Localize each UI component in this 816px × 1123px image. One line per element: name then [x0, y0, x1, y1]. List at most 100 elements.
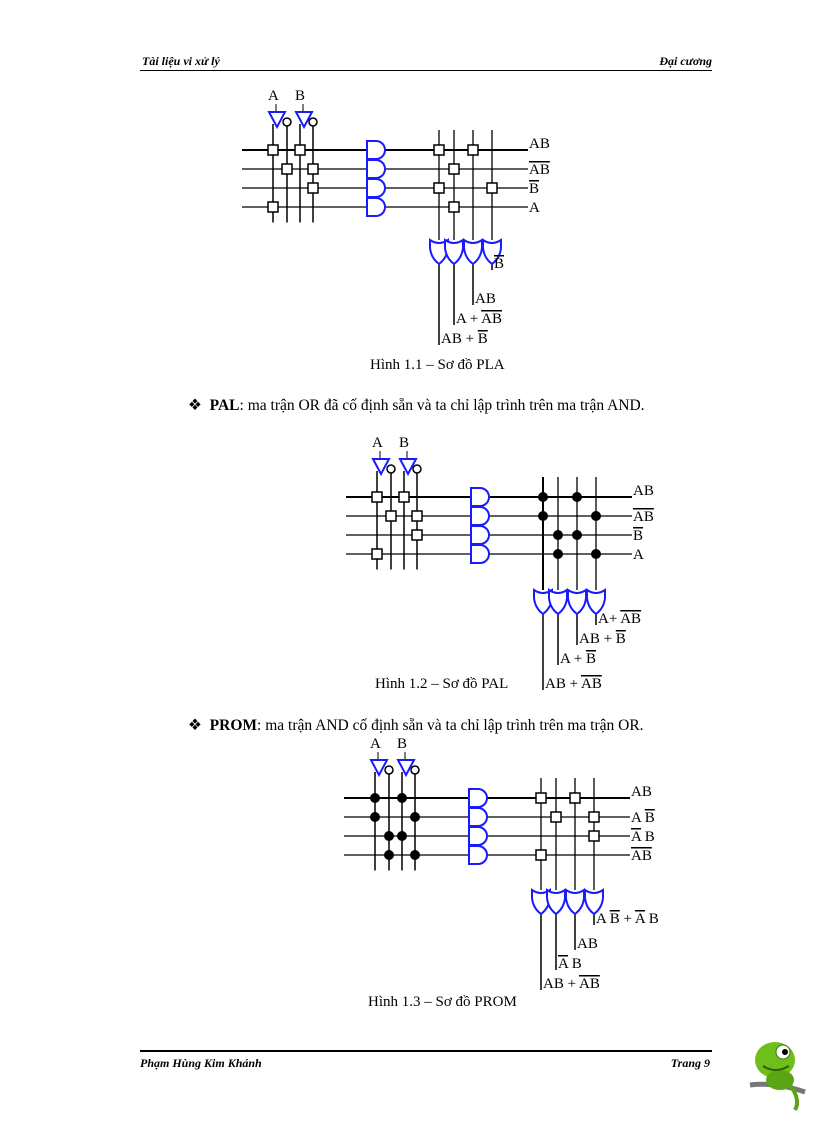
label-segment: +: [620, 911, 635, 927]
inverter-bubble-icon: [412, 464, 422, 474]
product-term-label: AB: [631, 784, 652, 800]
output-label: A + B: [560, 651, 596, 667]
label-segment: AB: [633, 509, 654, 525]
or-gate-icon: [546, 888, 566, 916]
definition: : ma trận AND cố định sẵn và ta chỉ lập …: [257, 717, 644, 734]
header-left: Tài liệu vi xử lý: [142, 54, 220, 68]
output-label: AB: [577, 936, 598, 952]
programmable-connection-square-icon: [535, 849, 547, 861]
inverter-bubble-icon: [282, 117, 292, 127]
figure-caption-pla: Hình 1.1 – Sơ đồ PLA: [370, 357, 505, 373]
label-segment: AB: [579, 976, 600, 992]
label-segment: AB +: [579, 631, 616, 647]
fuse-connection-dot-icon: [538, 492, 548, 502]
product-term-label: B: [633, 528, 643, 544]
input-label: B: [295, 88, 305, 104]
and-gate-icon: [366, 159, 386, 179]
bullet-icon: ❖: [188, 397, 202, 414]
programmable-connection-square-icon: [267, 144, 279, 156]
inverter-bubble-icon: [386, 464, 396, 474]
output-label: A+ AB: [598, 611, 641, 627]
label-segment: B: [616, 631, 626, 647]
output-label: A B + A B: [596, 911, 659, 927]
fuse-connection-dot-icon: [572, 530, 582, 540]
product-term-label: AB: [529, 136, 550, 152]
bullet-icon: ❖: [188, 717, 202, 734]
label-segment: AB: [631, 848, 652, 864]
programmable-connection-square-icon: [371, 491, 383, 503]
fuse-connection-dot-icon: [410, 812, 420, 822]
inverter-bubble-icon: [384, 765, 394, 775]
label-segment: B: [641, 829, 655, 845]
label-segment: A: [558, 956, 569, 972]
or-gate-icon: [429, 238, 449, 266]
label-segment: B: [568, 956, 582, 972]
and-gate-icon: [366, 140, 386, 160]
product-term-label: AB: [633, 483, 654, 499]
or-gate-icon: [586, 588, 606, 616]
programmable-connection-square-icon: [371, 548, 383, 560]
label-segment: A: [529, 200, 540, 216]
buffer-gate-icon: [398, 458, 418, 477]
label-segment: A: [631, 829, 642, 845]
input-label: A: [370, 736, 381, 752]
or-gate-icon: [584, 888, 604, 916]
label-segment: B: [645, 810, 655, 826]
output-label: AB: [475, 291, 496, 307]
header-rule: [140, 70, 712, 71]
label-segment: B: [478, 331, 488, 347]
label-segment: AB: [633, 483, 654, 499]
product-term-label: A B: [631, 810, 655, 826]
output-label: B: [494, 256, 504, 272]
fuse-connection-dot-icon: [370, 793, 380, 803]
label-segment: A: [631, 810, 645, 826]
input-label: A: [268, 88, 279, 104]
label-segment: AB +: [545, 676, 581, 692]
chameleon-mascot-icon: [749, 1042, 806, 1112]
buffer-gate-icon: [371, 458, 391, 477]
and-gate-icon: [470, 544, 490, 564]
and-gate-icon: [468, 788, 488, 808]
label-segment: AB: [577, 936, 598, 952]
or-gate-icon: [531, 888, 551, 916]
label-segment: B: [645, 911, 659, 927]
programmable-connection-square-icon: [550, 811, 562, 823]
buffer-gate-icon: [267, 111, 287, 130]
programmable-connection-square-icon: [307, 182, 319, 194]
and-gate-icon: [366, 197, 386, 217]
header-right: Đại cương: [659, 54, 712, 68]
programmable-connection-square-icon: [569, 792, 581, 804]
product-term-label: A: [633, 547, 644, 563]
label-segment: B: [610, 911, 620, 927]
and-gate-icon: [468, 826, 488, 846]
product-term-label: A: [529, 200, 540, 216]
product-term-label: AB: [529, 162, 550, 178]
product-term-label: A B: [631, 829, 655, 845]
or-gate-icon: [444, 238, 464, 266]
label-segment: B: [586, 651, 596, 667]
inverter-bubble-icon: [308, 117, 318, 127]
programmable-connection-square-icon: [385, 510, 397, 522]
programmable-connection-square-icon: [535, 792, 547, 804]
and-gate-icon: [366, 178, 386, 198]
product-term-label: B: [529, 181, 539, 197]
label-segment: A: [633, 547, 644, 563]
fuse-connection-dot-icon: [553, 549, 563, 559]
fuse-connection-dot-icon: [572, 492, 582, 502]
input-label: A: [372, 435, 383, 451]
and-gate-icon: [470, 506, 490, 526]
programmable-connection-square-icon: [433, 144, 445, 156]
inverter-bubble-icon: [410, 765, 420, 775]
fuse-connection-dot-icon: [384, 831, 394, 841]
programmable-connection-square-icon: [486, 182, 498, 194]
input-label: B: [397, 736, 407, 752]
and-gate-icon: [470, 487, 490, 507]
fuse-connection-dot-icon: [553, 530, 563, 540]
paragraph-pal: ❖ PAL: ma trận OR đã cố định sẵn và ta c…: [188, 396, 645, 415]
buffer-gate-icon: [396, 759, 416, 778]
product-term-label: AB: [633, 509, 654, 525]
output-label: AB + B: [579, 631, 626, 647]
input-label: B: [399, 435, 409, 451]
